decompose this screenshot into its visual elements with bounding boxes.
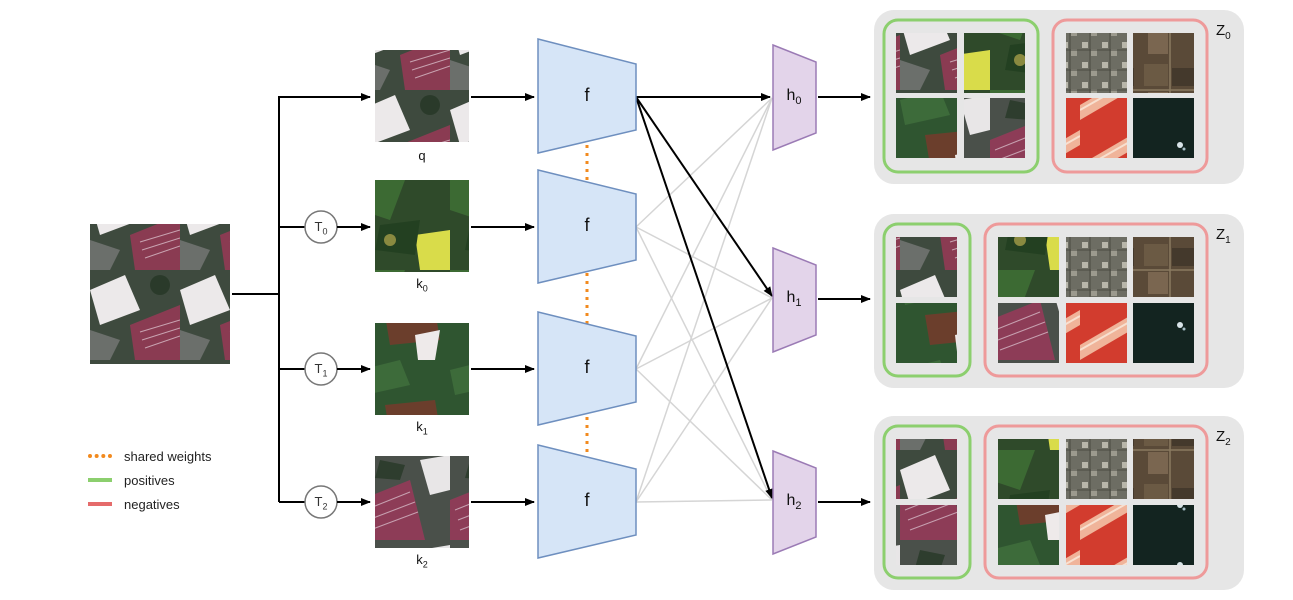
- head-h1: [772, 246, 817, 354]
- faint-connections: [635, 97, 773, 503]
- head-h2: [772, 449, 817, 556]
- legend-negatives-label: negatives: [124, 496, 180, 512]
- head-h0: [772, 43, 817, 152]
- encoder-f-k0: [537, 169, 637, 284]
- encoder-f-k1: [537, 311, 637, 426]
- z2-negatives-group: [983, 424, 1209, 580]
- legend-positives-label: positives: [124, 472, 175, 488]
- label-k2: k2: [416, 552, 428, 570]
- label-encoder-k1: f: [584, 357, 590, 377]
- label-h1: h1: [786, 289, 802, 310]
- label-q: q: [418, 148, 426, 163]
- label-z0: Z0: [1216, 22, 1231, 42]
- encoder-to-h1: [635, 96, 773, 297]
- legend-shared-weights-label: shared weights: [124, 448, 212, 464]
- label-t1: T1: [314, 361, 328, 379]
- label-encoder-q: f: [584, 85, 590, 105]
- label-encoder-k2: f: [584, 490, 590, 510]
- legend-negatives: negatives: [88, 492, 211, 516]
- label-t2: T2: [314, 494, 328, 512]
- negatives-swatch: [88, 502, 112, 506]
- input-satellite-image: [90, 224, 230, 364]
- view-k1-image: [375, 323, 469, 415]
- label-z2: Z2: [1216, 428, 1231, 448]
- legend: shared weights positives negatives: [88, 444, 211, 516]
- positives-swatch: [88, 478, 112, 482]
- legend-shared-weights: shared weights: [88, 444, 211, 468]
- label-t0: T0: [314, 219, 328, 237]
- label-h0: h0: [786, 87, 802, 108]
- shared-weights-swatch: [88, 454, 112, 458]
- z1-thumbnails: [896, 237, 1194, 363]
- z2-positives-group: [882, 424, 972, 580]
- z0-positives-group: [882, 18, 1040, 174]
- label-k1: k1: [416, 419, 428, 437]
- encoder-f-q: [537, 38, 637, 154]
- label-z1: Z1: [1216, 226, 1231, 246]
- label-h2: h2: [786, 492, 802, 513]
- z2-thumbnails: [896, 439, 1194, 565]
- z0-negatives-group: [1051, 18, 1209, 174]
- legend-positives: positives: [88, 468, 211, 492]
- encoder-to-h2: [635, 96, 773, 499]
- view-k2-image: [375, 456, 469, 548]
- z0-thumbnails: [896, 33, 1194, 158]
- label-k0: k0: [416, 276, 428, 294]
- view-k0-image: [375, 180, 469, 272]
- encoder-f-k2: [537, 444, 637, 559]
- view-q-image: [375, 50, 469, 142]
- label-encoder-k0: f: [584, 215, 590, 235]
- z1-negatives-group: [983, 222, 1209, 378]
- z1-positives-group: [882, 222, 972, 378]
